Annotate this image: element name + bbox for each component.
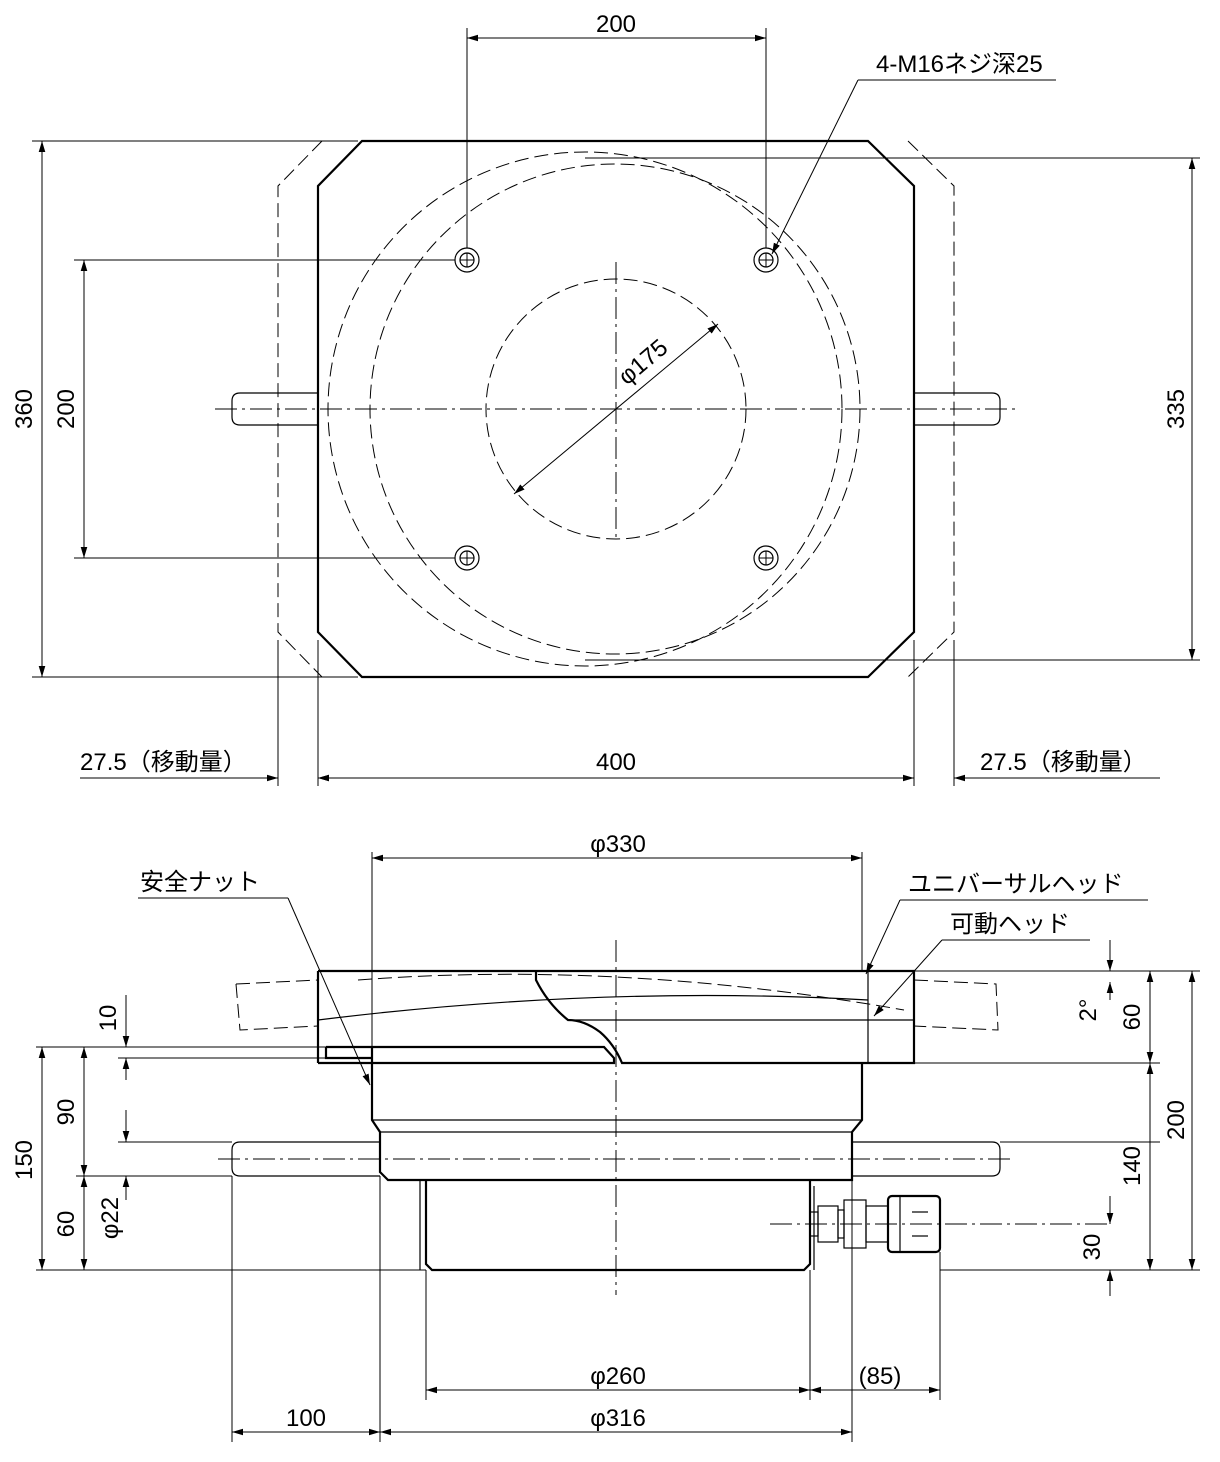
dim-gap: 10: [95, 1005, 122, 1032]
dim-overall-height: 360: [11, 389, 38, 429]
label-universal-head: ユニバーサルヘッド: [908, 871, 1124, 898]
dim-travel-left: 27.5（移動量）: [80, 749, 247, 776]
dim-cylinder-diameter: φ260: [590, 1363, 646, 1390]
leader-safety-nut: [287, 897, 371, 1086]
dim-side-height: 335: [1163, 389, 1190, 429]
dim-mid-right: 140: [1119, 1146, 1146, 1186]
dim-total-right: 200: [1163, 1100, 1190, 1140]
dim-head-diameter: φ330: [590, 831, 646, 858]
callout-tapped-holes: 4-M16ネジ深25: [876, 51, 1043, 78]
dim-port-height: 30: [1079, 1234, 1106, 1261]
movable-head: [318, 969, 916, 1065]
side-view: φ330 安全ナット ユニバーサルヘッド 可動ヘッド 10 90 150 φ22…: [11, 831, 1200, 1442]
label-safety-nut: 安全ナット: [140, 869, 260, 896]
pin-right: [914, 392, 1001, 426]
dim-body-diameter: φ316: [590, 1405, 646, 1432]
dim-total-left: 150: [11, 1140, 38, 1180]
dim-port-offset: (85): [859, 1363, 902, 1390]
dim-hole-spacing-x: 200: [596, 11, 636, 38]
dim-body: 90: [53, 1099, 80, 1126]
dim-head-height: 60: [1119, 1004, 1146, 1031]
leader-universal-head: [865, 899, 901, 975]
safety-nut: [324, 1045, 616, 1065]
tapped-hole: [454, 545, 480, 571]
dim-base: 60: [53, 1211, 80, 1238]
dim-pin-length: 100: [286, 1405, 326, 1432]
tapped-hole: [753, 247, 779, 273]
tapped-hole: [753, 545, 779, 571]
leader-tapped-holes: [771, 79, 859, 255]
pin-left: [231, 392, 318, 426]
plate-outline: [316, 139, 916, 679]
tapped-hole: [454, 247, 480, 273]
dim-inner-circle: φ175: [613, 334, 673, 390]
dim-hole-spacing-y: 200: [53, 389, 80, 429]
label-movable-head: 可動ヘッド: [950, 911, 1070, 938]
leader-movable-head: [873, 939, 943, 1017]
top-view: 200 4-M16ネジ深25 200 360 335 φ175 27.: [11, 11, 1200, 786]
cylinder-body: [370, 1047, 864, 1182]
dim-line-inner-circle: [513, 323, 719, 495]
base-cylinder: [424, 1180, 812, 1272]
dim-angle: 2°: [1075, 999, 1102, 1022]
dim-width: 400: [596, 749, 636, 776]
dim-travel-right: 27.5（移動量）: [980, 749, 1147, 776]
dim-pin-diameter: φ22: [97, 1197, 124, 1239]
